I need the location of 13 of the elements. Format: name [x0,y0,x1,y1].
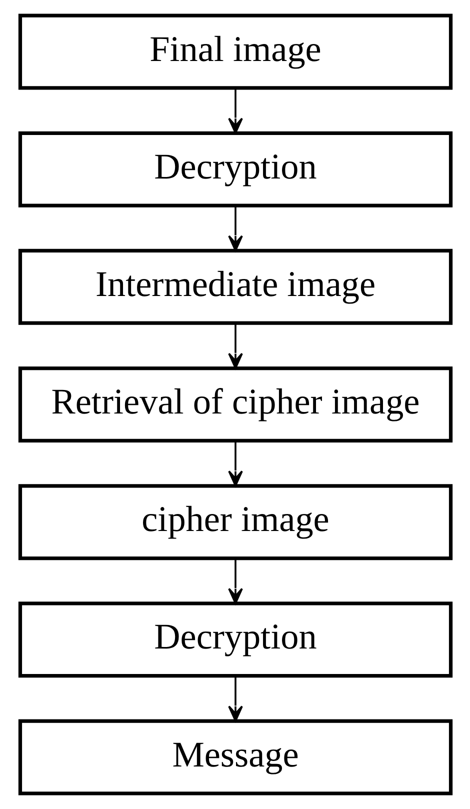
node-box: Decryption [18,602,452,678]
node-box: Message [18,719,452,796]
arrow [228,558,242,604]
node-box: Intermediate image [18,248,452,325]
arrow [228,206,242,252]
node-box: Decryption [18,131,452,208]
arrow [228,324,242,369]
arrow [228,676,242,722]
node-box: cipher image [18,484,452,560]
node-box: Final image [18,14,452,90]
node-box: Retrieval of cipher image [18,366,452,442]
arrow [228,441,242,487]
arrow [228,88,242,134]
